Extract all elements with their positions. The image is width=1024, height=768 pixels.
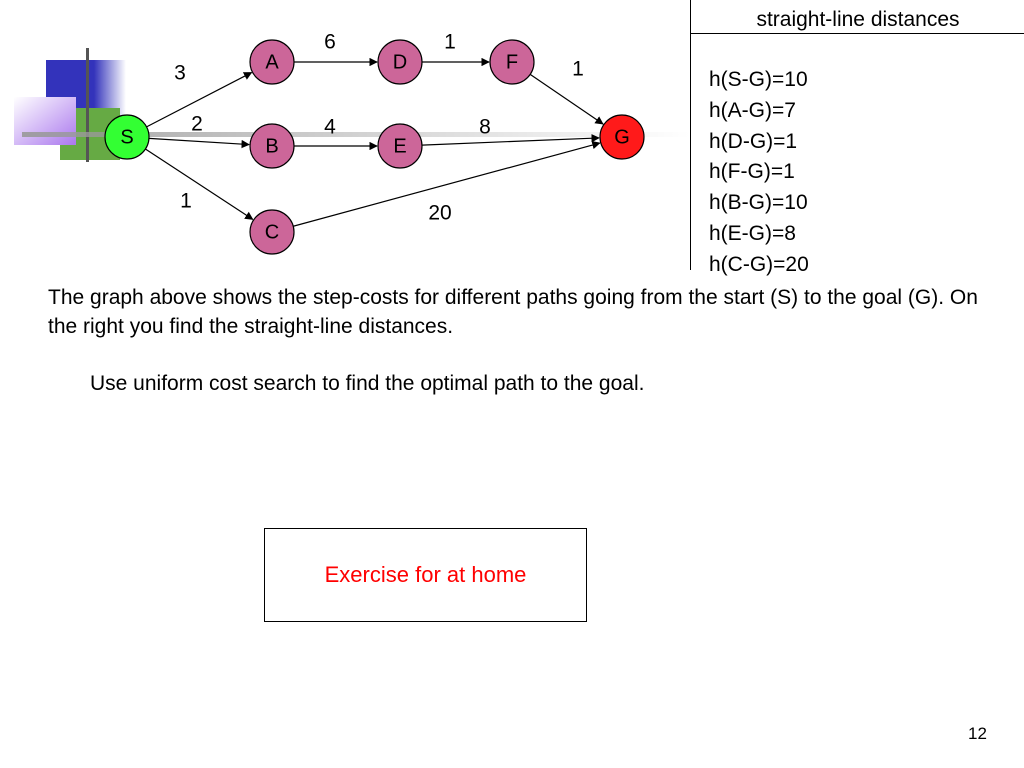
- exercise-box: Exercise for at home: [264, 528, 587, 622]
- node-label: B: [265, 135, 278, 157]
- edge-s-a: [146, 72, 253, 128]
- node-d: D: [377, 39, 423, 85]
- edge-cost-label: 1: [444, 31, 456, 54]
- node-label: S: [120, 126, 133, 148]
- node-circle: [249, 39, 295, 85]
- heuristic-item: h(C-G)=20: [709, 252, 809, 276]
- node-label: A: [265, 51, 279, 73]
- heuristics-title: straight-line distances: [756, 8, 960, 31]
- edge-f-g: [529, 73, 604, 125]
- edge-cost-label: 2: [191, 113, 203, 136]
- exercise-label: Exercise for at home: [324, 562, 527, 587]
- node-label: G: [614, 126, 630, 148]
- node-label: E: [393, 135, 406, 157]
- edge-cost-label: 3: [174, 62, 186, 85]
- node-circle: [377, 39, 423, 85]
- edge-cost-label: 1: [180, 190, 192, 213]
- heuristics-panel: straight-line distances h(S-G)=10 h(A-G)…: [690, 0, 1024, 276]
- heuristic-item: h(F-G)=1: [709, 160, 795, 184]
- heuristic-item: h(E-G)=8: [709, 221, 796, 245]
- node-b: B: [249, 123, 295, 169]
- edge-s-b: [148, 137, 250, 149]
- task-text: Use uniform cost search to find the opti…: [90, 372, 645, 395]
- node-s: S: [104, 114, 150, 160]
- node-g: G: [599, 114, 645, 160]
- heuristic-item: h(B-G)=10: [709, 191, 808, 215]
- heuristic-item: h(S-G)=10: [709, 68, 808, 91]
- description-text: The graph above shows the step-costs for…: [48, 286, 978, 338]
- node-circle: [377, 123, 423, 169]
- heuristics-divider: [691, 33, 1024, 34]
- heuristic-item: h(A-G)=7: [709, 98, 796, 122]
- node-f: F: [489, 39, 535, 85]
- node-e: E: [377, 123, 423, 169]
- node-circle: [489, 39, 535, 85]
- node-label: D: [393, 51, 407, 73]
- edge-c-g: [293, 140, 601, 227]
- node-label: F: [506, 51, 518, 73]
- node-label: C: [265, 221, 279, 243]
- edge-cost-label: 4: [324, 116, 336, 139]
- node-circle: [104, 114, 150, 160]
- node-circle: [249, 209, 295, 255]
- edge-cost-label: 8: [479, 116, 491, 139]
- node-circle: [249, 123, 295, 169]
- edge-e-g: [421, 134, 600, 146]
- edge-s-c: [145, 148, 254, 220]
- edge-cost-label: 1: [572, 58, 584, 81]
- heuristic-item: h(D-G)=1: [709, 129, 798, 153]
- page-number: 12: [968, 724, 987, 743]
- node-a: A: [249, 39, 295, 85]
- node-circle: [599, 114, 645, 160]
- edge-cost-label: 6: [324, 31, 336, 54]
- heuristics-list: h(S-G)=10 h(A-G)=7 h(D-G)=1 h(F-G)=1 h(B…: [709, 65, 809, 281]
- edge-cost-label: 20: [428, 202, 451, 225]
- node-c: C: [249, 209, 295, 255]
